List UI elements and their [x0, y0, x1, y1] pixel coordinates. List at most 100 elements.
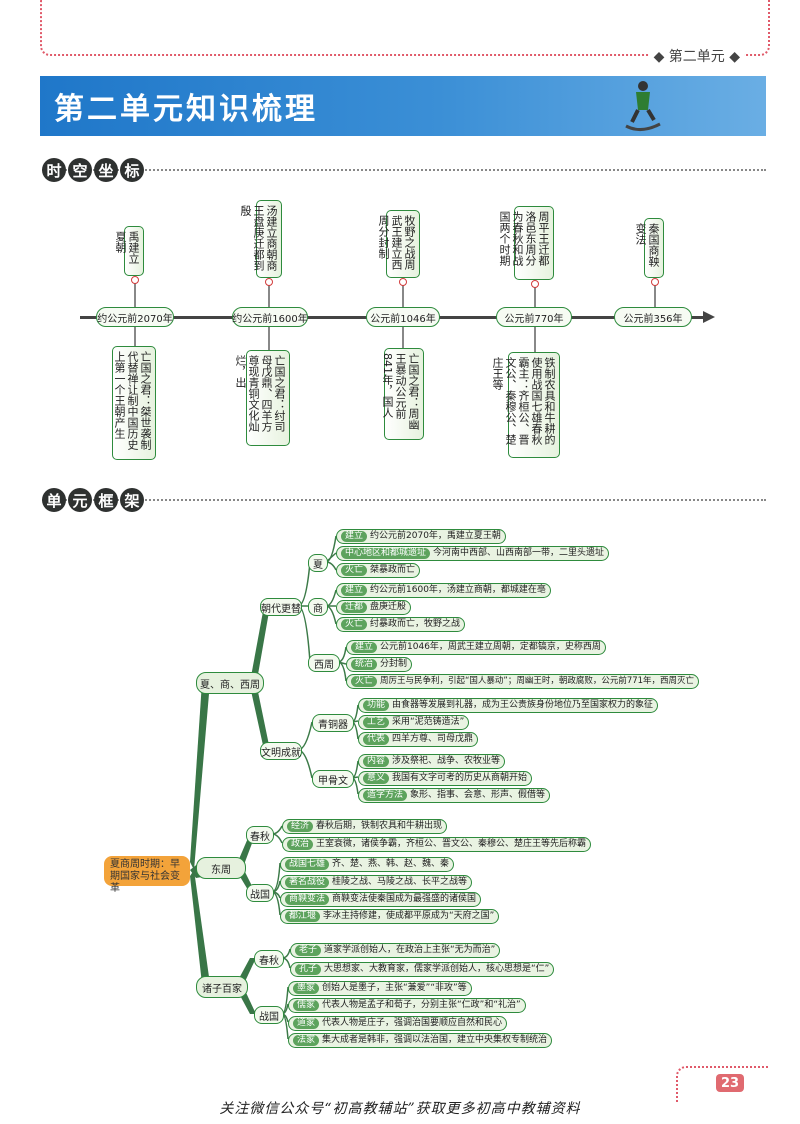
- sub-jiagu: 甲骨文: [312, 770, 354, 788]
- skater-figure: [625, 81, 661, 131]
- timeline-stem: [534, 284, 536, 308]
- leaf-tag: 功能: [363, 700, 390, 711]
- leaf-item: 建立约公元前1600年，汤建立商朝，都城建在亳: [336, 583, 551, 598]
- sub-wenming: 文明成就: [260, 742, 302, 760]
- page-corner-frame: [676, 1066, 768, 1102]
- leaf-item: 灭亡纣暴政而亡，牧野之战: [336, 617, 466, 632]
- footer-text: 关注微信公众号“初高教辅站”获取更多初高中教辅资料: [219, 1101, 581, 1117]
- leaf-tag: 老子: [295, 945, 322, 956]
- timeline-date: 公元前1046年: [366, 307, 440, 327]
- timeline-date: 公元前356年: [614, 307, 692, 327]
- leaf-item: 战国七雄齐、楚、燕、韩、赵、魏、秦: [280, 857, 455, 872]
- leaf-item: 建立约公元前2070年，禹建立夏王朝: [336, 529, 506, 544]
- leaf-item: 老子道家学派创始人，在政治上主张“无为而治”: [290, 943, 501, 958]
- title-banner: 第二单元知识梳理: [40, 76, 766, 136]
- leaf-tag: 统治: [351, 659, 378, 670]
- leaf-item: 都江堰李冰主持修建，使成都平原成为“天府之国”: [280, 909, 500, 924]
- leaf-item: 儒家代表人物是孟子和荀子，分别主张“仁政”和“礼治”: [288, 998, 526, 1013]
- timeline-marker: [651, 278, 659, 286]
- category-xia-shang-xizhou: 夏、商、西周: [196, 672, 264, 694]
- leaf-tag: 儒家: [293, 1000, 320, 1011]
- sub-qingtong: 青铜器: [312, 714, 354, 732]
- timeline-stem: [402, 326, 404, 348]
- timeline-stem: [268, 282, 270, 308]
- timeline-date: 约公元前1600年: [232, 307, 308, 327]
- leaf-tag: 政治: [287, 839, 314, 850]
- timeline-event-below: 亡国之君：桀世袭制代替禅让制中国历史上第一个王朝产生: [112, 346, 156, 460]
- leaf-tag: 灭亡: [341, 565, 368, 576]
- top-dotted-frame: [40, 0, 770, 56]
- leaf-item: 中心地区和都城遗址今河南中西部、山西南部一带，二里头遗址: [336, 546, 610, 561]
- leaf-item: 灭亡周厉王与民争利，引起“国人暴动”；周幽王时，朝政腐败，公元前771年，西周灭…: [346, 674, 700, 689]
- leaf-item: 灭亡桀暴政而亡: [336, 563, 421, 578]
- leaf-tag: 灭亡: [351, 676, 378, 687]
- leaf-item: 迁都盘庚迁殷: [336, 600, 412, 615]
- leaf-tag: 建立: [341, 531, 368, 542]
- leaf-item: 功能由食器等发展到礼器，成为王公贵族身份地位乃至国家权力的象征: [358, 698, 659, 713]
- leaf-item: 统治分封制: [346, 657, 413, 672]
- leaf-tag: 内容: [363, 756, 390, 767]
- leaf-tag: 迁都: [341, 602, 368, 613]
- timeline-arrow: [703, 311, 715, 323]
- timeline-event-above: 牧野之战周武王建立西周分封制: [377, 210, 420, 278]
- timeline-marker: [399, 278, 407, 286]
- page-number: 23: [716, 1074, 744, 1092]
- timeline-event-above: 汤建立商朝商王盘庚迁都到殷: [239, 200, 282, 278]
- framework-section-title: 单 元 框 架: [42, 488, 144, 512]
- leaf-tag: 中心地区和都城遗址: [341, 548, 431, 559]
- sub-zhanguo-zhuzi: 战国: [254, 1006, 284, 1024]
- leaf-tag: 造字方法: [363, 790, 408, 801]
- leaf-item: 孔子大思想家、大教育家，儒家学派创始人，核心思想是“仁”: [290, 962, 555, 977]
- leaf-item: 造字方法象形、指事、会意、形声、假借等: [358, 788, 551, 803]
- timeline-marker: [131, 276, 139, 284]
- leaf-tag: 工艺: [363, 717, 390, 728]
- leaf-tag: 孔子: [295, 964, 322, 975]
- leaf-item: 著名战役桂陵之战、马陵之战、长平之战等: [280, 875, 473, 890]
- timeline-event-above: 秦国商鞅变法: [634, 218, 664, 278]
- leaf-tag: 经济: [287, 821, 314, 832]
- leaf-tag: 商鞅变法: [285, 894, 330, 905]
- leaf-item: 内容涉及祭祀、战争、农牧业等: [358, 754, 506, 769]
- sub-chunqiu-zhuzi: 春秋: [254, 950, 284, 968]
- leaf-tag: 墨家: [293, 983, 320, 994]
- sub-xia: 夏: [308, 554, 328, 572]
- leaf-item: 道家代表人物是庄子，强调治国要顺应自然和民心: [288, 1016, 508, 1031]
- category-zhuzi: 诸子百家: [196, 976, 248, 998]
- leaf-tag: 意义: [363, 773, 390, 784]
- unit-label: ◆ 第二单元 ◆: [649, 46, 744, 66]
- leaf-item: 商鞅变法商鞅变法使秦国成为最强盛的诸侯国: [280, 892, 482, 907]
- sub-shang: 商: [308, 598, 328, 616]
- timeline-event-below: 铁制农具和牛耕的使用战国七雄春秋霸主：齐桓公、晋文公、秦穆公、楚庄王等: [491, 352, 560, 458]
- sub-xizhou: 西周: [308, 654, 340, 672]
- timeline-event-above: 禹建立夏朝: [114, 226, 144, 276]
- leaf-item: 政治王室衰微，诸侯争霸，齐桓公、晋文公、秦穆公、楚庄王等先后称霸: [282, 837, 592, 852]
- leaf-tag: 都江堰: [285, 911, 321, 922]
- timeline-event-above: 周平王迁都洛邑东周分为春秋和战国两个时期: [498, 206, 554, 280]
- timeline-stem: [134, 280, 136, 308]
- banner-title: 第二单元知识梳理: [54, 92, 318, 127]
- leaf-item: 代表四羊方尊、司母戊鼎: [358, 732, 479, 747]
- leaf-tag: 代表: [363, 734, 390, 745]
- timeline-stem: [654, 282, 656, 308]
- timeline-marker: [531, 280, 539, 288]
- leaf-tag: 建立: [351, 642, 378, 653]
- leaf-tag: 法家: [293, 1035, 320, 1046]
- leaf-item: 意义我国有文字可考的历史从商朝开始: [358, 771, 533, 786]
- mindmap-root: 夏商周时期：早期国家与社会变革: [104, 856, 190, 894]
- leaf-item: 墨家创始人是墨子，主张“兼爱”“非攻”等: [288, 981, 472, 996]
- category-dongzhou: 东周: [196, 857, 246, 879]
- timeline-date: 约公元前2070年: [96, 307, 174, 327]
- leaf-item: 工艺采用“泥范铸造法”: [358, 715, 470, 730]
- leaf-tag: 灭亡: [341, 619, 368, 630]
- timeline-event-below: 亡国之君：周幽王暴动公元前841年，国人: [381, 348, 424, 440]
- sub-chunqiu: 春秋: [246, 826, 274, 844]
- leaf-item: 建立公元前1046年，周武王建立周朝，定都镐京，史称西周: [346, 640, 606, 655]
- sub-chaodai: 朝代更替: [260, 598, 302, 616]
- leaf-tag: 道家: [293, 1018, 320, 1029]
- timeline-stem: [402, 282, 404, 308]
- timeline-stem: [534, 326, 536, 352]
- leaf-tag: 建立: [341, 585, 368, 596]
- leaf-item: 法家集大成者是韩非，强调以法治国，建立中央集权专制统治: [288, 1033, 553, 1048]
- leaf-item: 经济春秋后期，铁制农具和牛耕出现: [282, 819, 448, 834]
- sub-zhanguo: 战国: [246, 884, 274, 902]
